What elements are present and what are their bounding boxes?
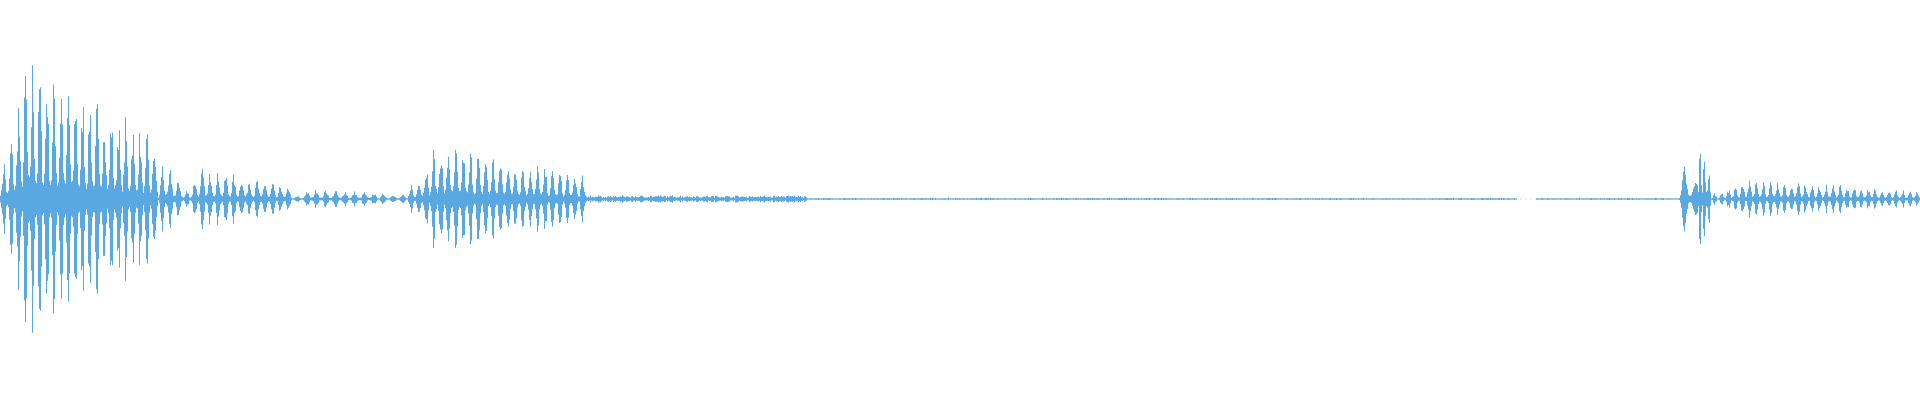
- waveform-bars: [0, 65, 1920, 333]
